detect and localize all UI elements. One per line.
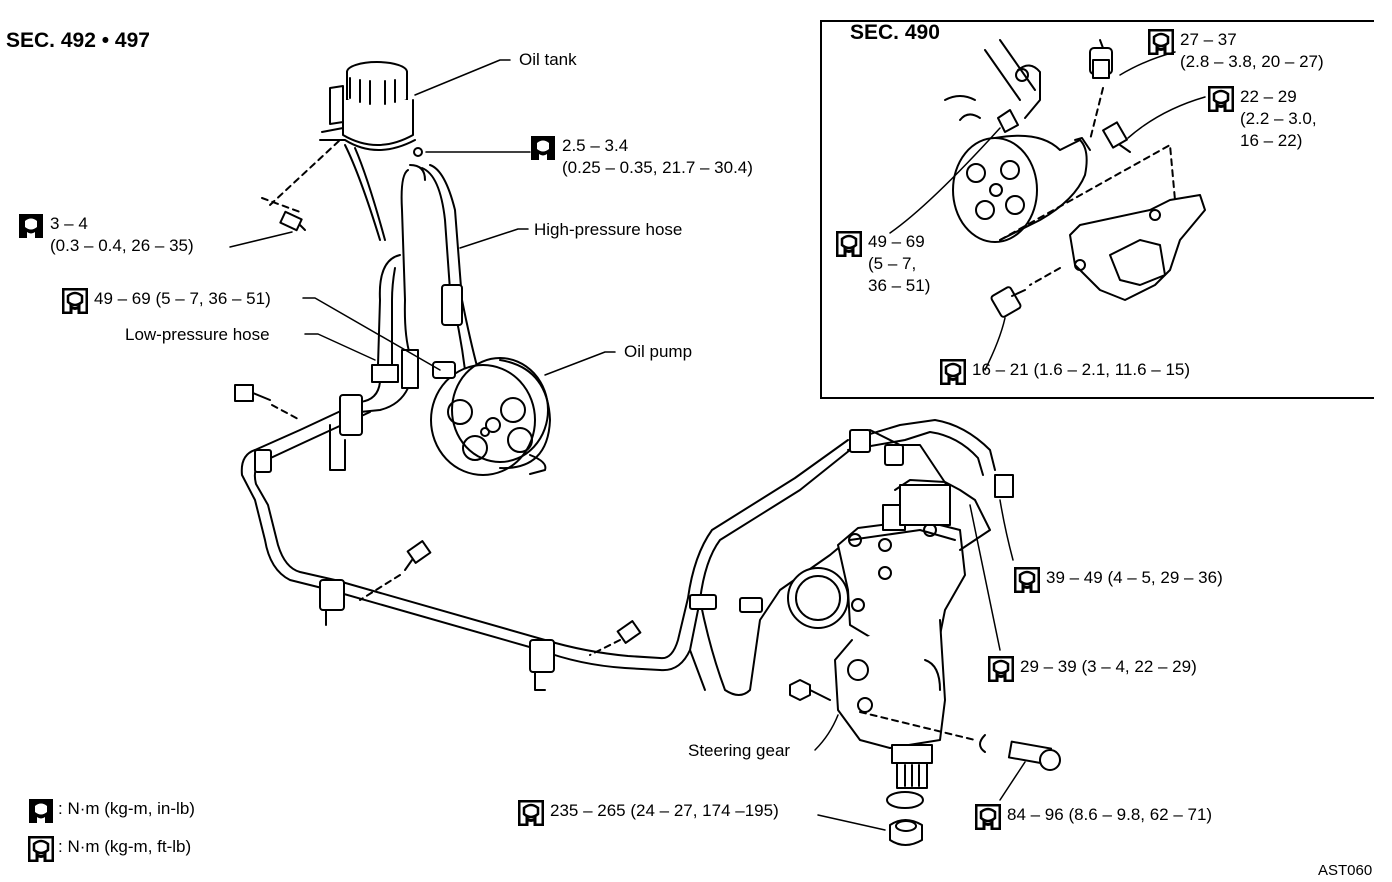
- bolts-main: [234, 139, 642, 656]
- torque-units-cont: 16 – 22): [1240, 131, 1303, 150]
- torque-spec-oil-tank-bolt: 2.5 – 3.4 (0.25 – 0.35, 21.7 – 30.4): [530, 135, 753, 179]
- open-wrench-icon: [975, 804, 1001, 830]
- torque-spec-gear-mount-bolt: 84 – 96 (8.6 – 9.8, 62 – 71): [975, 804, 1212, 830]
- open-wrench-icon: [1148, 29, 1174, 55]
- figure-code: AST060: [1318, 862, 1373, 879]
- open-wrench-icon: [1208, 86, 1234, 112]
- torque-spec-gear-fitting-lower: 29 – 39 (3 – 4, 22 – 29): [988, 656, 1197, 682]
- torque-units: (2.2 – 3.0,: [1240, 109, 1317, 128]
- torque-value: 2.5 – 3.4: [562, 136, 629, 155]
- legend-open-text: : N·m (kg-m, ft-lb): [58, 837, 192, 856]
- solid-wrench-icon: [531, 136, 555, 160]
- open-wrench-icon: [836, 231, 862, 257]
- high-pressure-hose-drawing: [400, 164, 479, 371]
- torque-spec-inset-bolt-top: 27 – 37 (2.8 – 3.8, 20 – 27): [1148, 29, 1324, 73]
- pressure-line-drawing: [240, 394, 996, 696]
- solid-wrench-icon: [19, 214, 43, 238]
- oil-pump-drawing: [430, 357, 551, 476]
- torque-value: 39 – 49 (4 – 5, 29 – 36): [1046, 568, 1223, 587]
- torque-spec-bracket-bolt: 3 – 4 (0.3 – 0.4, 26 – 35): [18, 213, 194, 257]
- low-pressure-hose-drawing: [344, 254, 419, 413]
- open-wrench-icon: [1014, 567, 1040, 593]
- open-wrench-icon: [988, 656, 1014, 682]
- torque-spec-gear-fitting-upper: 39 – 49 (4 – 5, 29 – 36): [1014, 567, 1223, 593]
- torque-spec-inset-bracket: 16 – 21 (1.6 – 2.1, 11.6 – 15): [940, 359, 1190, 385]
- torque-value: 49 – 69 (5 – 7, 36 – 51): [94, 289, 271, 308]
- inset-frame: [820, 20, 1374, 399]
- torque-value: 49 – 69: [868, 232, 925, 251]
- label-low-pressure-hose: Low-pressure hose: [125, 325, 270, 344]
- label-oil-tank: Oil tank: [519, 50, 577, 69]
- legend-solid: : N·m (kg-m, in-lb): [28, 798, 195, 824]
- torque-spec-inset-pump: 49 – 69 (5 – 7, 36 – 51): [836, 231, 930, 297]
- torque-spec-pump-fitting: 49 – 69 (5 – 7, 36 – 51): [62, 288, 271, 314]
- torque-value: 84 – 96 (8.6 – 9.8, 62 – 71): [1007, 805, 1213, 824]
- section-title-main: SEC. 492 • 497: [6, 29, 150, 52]
- label-high-pressure-hose: High-pressure hose: [534, 220, 683, 239]
- label-steering-gear: Steering gear: [688, 741, 791, 760]
- torque-units: (2.8 – 3.8, 20 – 27): [1180, 52, 1324, 71]
- open-wrench-icon: [28, 836, 54, 862]
- torque-value: 235 – 265 (24 – 27, 174 –195): [550, 801, 779, 820]
- torque-value: 3 – 4: [50, 214, 88, 233]
- torque-value: 27 – 37: [1180, 30, 1237, 49]
- torque-units: (0.25 – 0.35, 21.7 – 30.4): [562, 158, 753, 177]
- steering-gear-drawing: [787, 474, 1061, 846]
- oil-tank-drawing: [319, 61, 423, 241]
- open-wrench-icon: [940, 359, 966, 385]
- leader-lines: [229, 51, 1206, 831]
- open-wrench-icon: [518, 800, 544, 826]
- torque-value: 29 – 39 (3 – 4, 22 – 29): [1020, 657, 1197, 676]
- torque-value: 16 – 21 (1.6 – 2.1, 11.6 – 15): [972, 360, 1191, 379]
- section-title-inset: SEC. 490: [850, 21, 940, 44]
- torque-units: (5 – 7,: [868, 254, 917, 273]
- torque-spec-pitman-nut: 235 – 265 (24 – 27, 174 –195): [518, 800, 779, 826]
- torque-spec-inset-bolt-mid: 22 – 29 (2.2 – 3.0, 16 – 22): [1208, 86, 1317, 152]
- legend-open: : N·m (kg-m, ft-lb): [28, 836, 191, 862]
- legend-solid-text: : N·m (kg-m, in-lb): [58, 799, 195, 818]
- torque-units-cont: 36 – 51): [868, 276, 931, 295]
- solid-wrench-icon: [29, 799, 53, 823]
- torque-value: 22 – 29: [1240, 87, 1297, 106]
- torque-units: (0.3 – 0.4, 26 – 35): [50, 236, 194, 255]
- label-oil-pump: Oil pump: [624, 342, 693, 361]
- open-wrench-icon: [62, 288, 88, 314]
- inset-pump-drawing: [944, 39, 1206, 318]
